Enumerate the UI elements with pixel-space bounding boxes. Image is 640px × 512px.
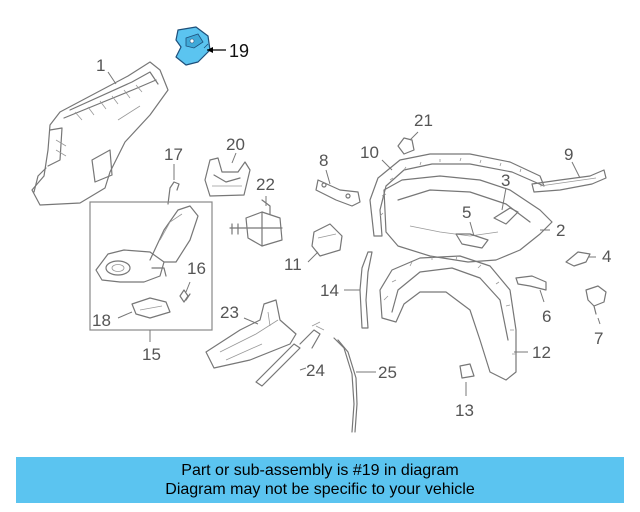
callout-11: 11: [284, 255, 302, 274]
part-23-inner-panel: [205, 299, 297, 369]
part-9-strip: [531, 161, 607, 193]
part-12-wheelhouse-liner: [379, 255, 528, 381]
part-16-spring: [179, 281, 191, 303]
callout-8: 8: [319, 151, 328, 170]
part-3-bracket: [493, 187, 519, 225]
fuel-door-assembly: [95, 205, 199, 283]
fuel-door-group-box: [89, 201, 213, 342]
callout-3: 3: [501, 171, 510, 190]
callout-13: 13: [455, 401, 474, 420]
callout-1: 1: [96, 56, 105, 75]
callout-14: 14: [320, 281, 339, 300]
callout-22: 22: [256, 175, 275, 194]
part-1-quarter-panel: [31, 61, 169, 206]
part-4-clip: [565, 251, 596, 267]
callout-15: 15: [142, 345, 161, 364]
banner-line-1: Part or sub-assembly is #19 in diagram: [181, 462, 459, 479]
part-25-seal-strip: [333, 337, 376, 433]
part-20-bracket: [204, 152, 251, 197]
callout-25: 25: [378, 363, 397, 382]
callout-9: 9: [564, 145, 573, 164]
part-5-bracket: [455, 221, 489, 249]
callout-17: 17: [164, 145, 183, 164]
callout-19: 19: [229, 41, 249, 61]
part-24-strip: [255, 321, 325, 387]
part-18-cover: [117, 297, 171, 319]
part-8-hinge: [315, 169, 361, 207]
callout-7: 7: [594, 329, 603, 348]
callout-20: 20: [226, 135, 245, 154]
callout-12: 12: [532, 343, 551, 362]
part-22-actuator: [229, 196, 283, 247]
part-7-fastener: [585, 285, 607, 325]
callout-4: 4: [602, 247, 611, 266]
part-6-strip: [515, 275, 547, 303]
part-17-rod: [167, 164, 180, 205]
diagram-note-banner: Part or sub-assembly is #19 in diagram D…: [16, 457, 624, 503]
callout-23: 23: [220, 303, 239, 322]
part-21-clip: [397, 131, 419, 155]
callout-21: 21: [414, 111, 433, 130]
callout-18: 18: [92, 311, 111, 330]
part-11-plate: [307, 223, 343, 263]
banner-line-2: Diagram may not be specific to your vehi…: [165, 481, 475, 498]
part-14-seal: [344, 251, 373, 329]
callout-2: 2: [556, 221, 565, 240]
part-19-highlighted[interactable]: [175, 26, 226, 66]
callout-24: 24: [306, 361, 325, 380]
part-13-clip: [459, 363, 475, 396]
callout-5: 5: [462, 203, 471, 222]
callout-10: 10: [360, 143, 379, 162]
callout-16: 16: [187, 259, 206, 278]
callout-6: 6: [542, 307, 551, 326]
